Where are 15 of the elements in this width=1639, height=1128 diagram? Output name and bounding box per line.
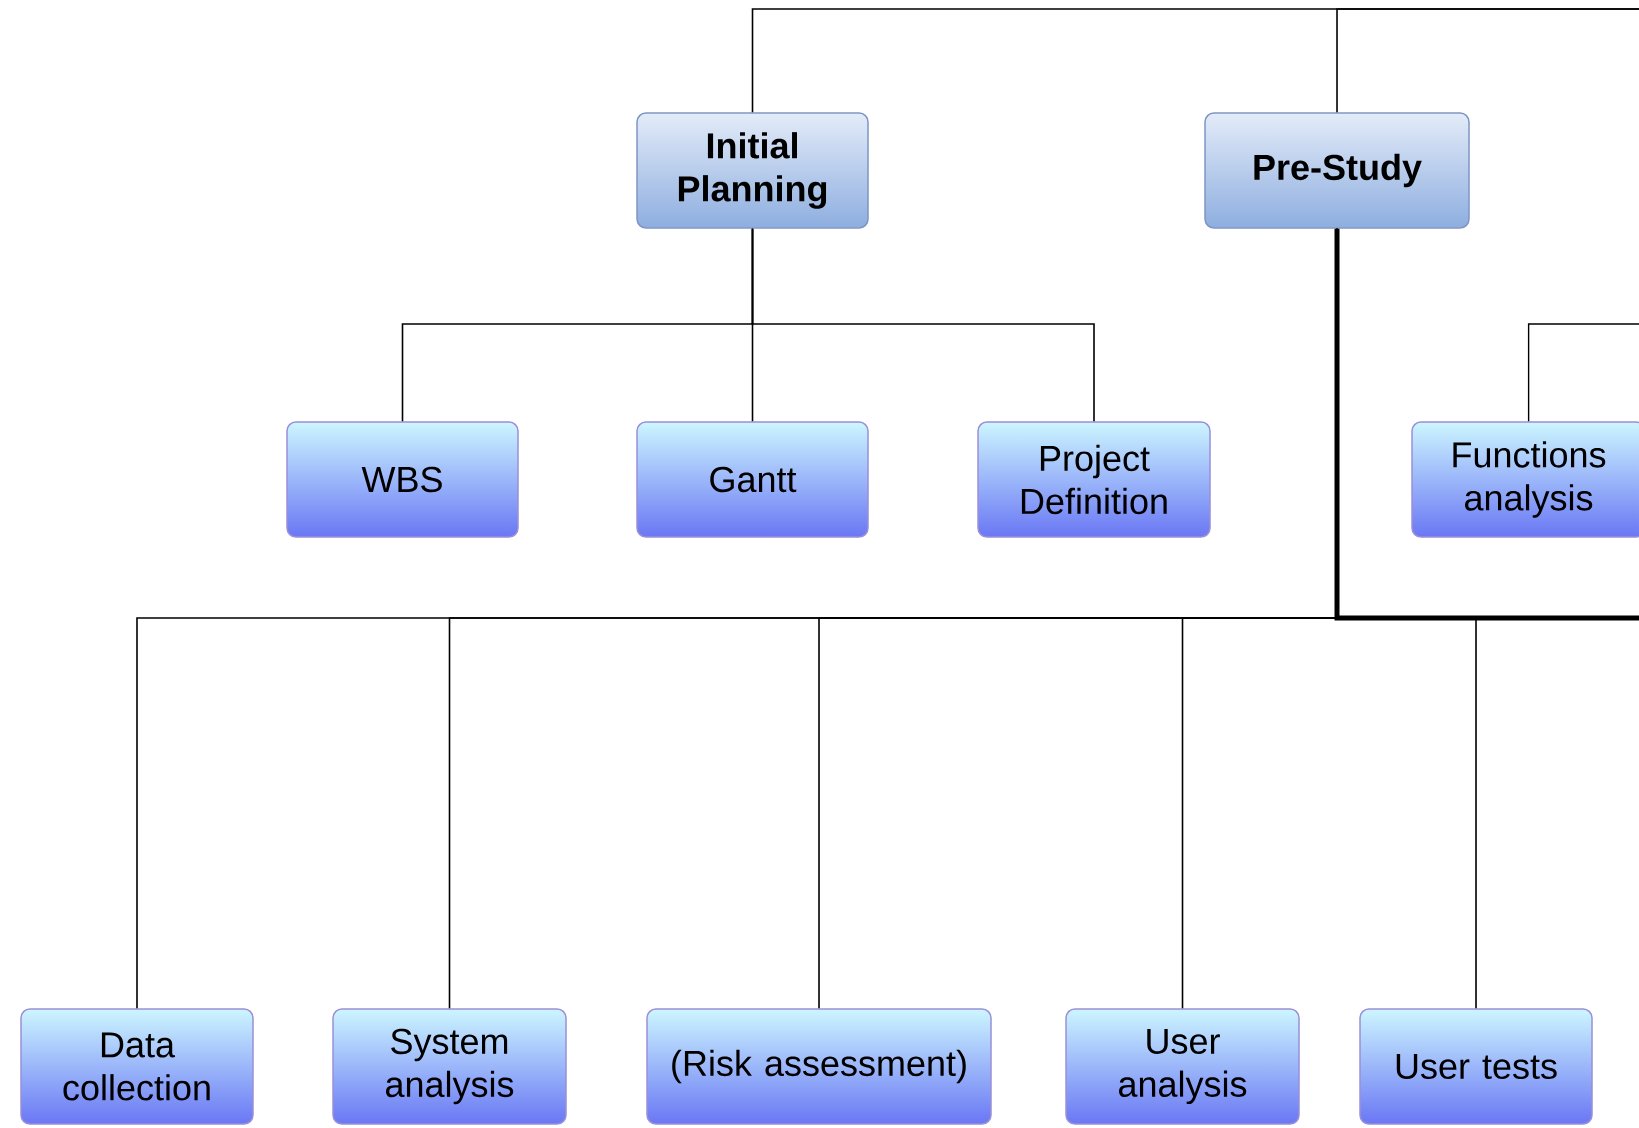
process-box: Data collection: [20, 1008, 254, 1125]
process-box: Pre-Study: [1204, 112, 1470, 229]
connector-line: [1527, 323, 1639, 423]
connector-line: [751, 227, 1095, 423]
process-box: Gantt: [636, 421, 869, 538]
process-box: Project Definition: [977, 421, 1211, 538]
process-box: Initial Planning: [636, 112, 869, 229]
process-box: WBS: [286, 421, 519, 538]
process-box: User analysis: [1065, 1008, 1300, 1125]
process-box: Functions analysis: [1411, 421, 1639, 538]
connector-line: [1336, 8, 1639, 114]
process-box: (Risk assessment): [646, 1008, 992, 1125]
connector-line: [1334, 228, 1639, 621]
process-box: System analysis: [332, 1008, 567, 1125]
process-box: User tests: [1359, 1008, 1593, 1125]
